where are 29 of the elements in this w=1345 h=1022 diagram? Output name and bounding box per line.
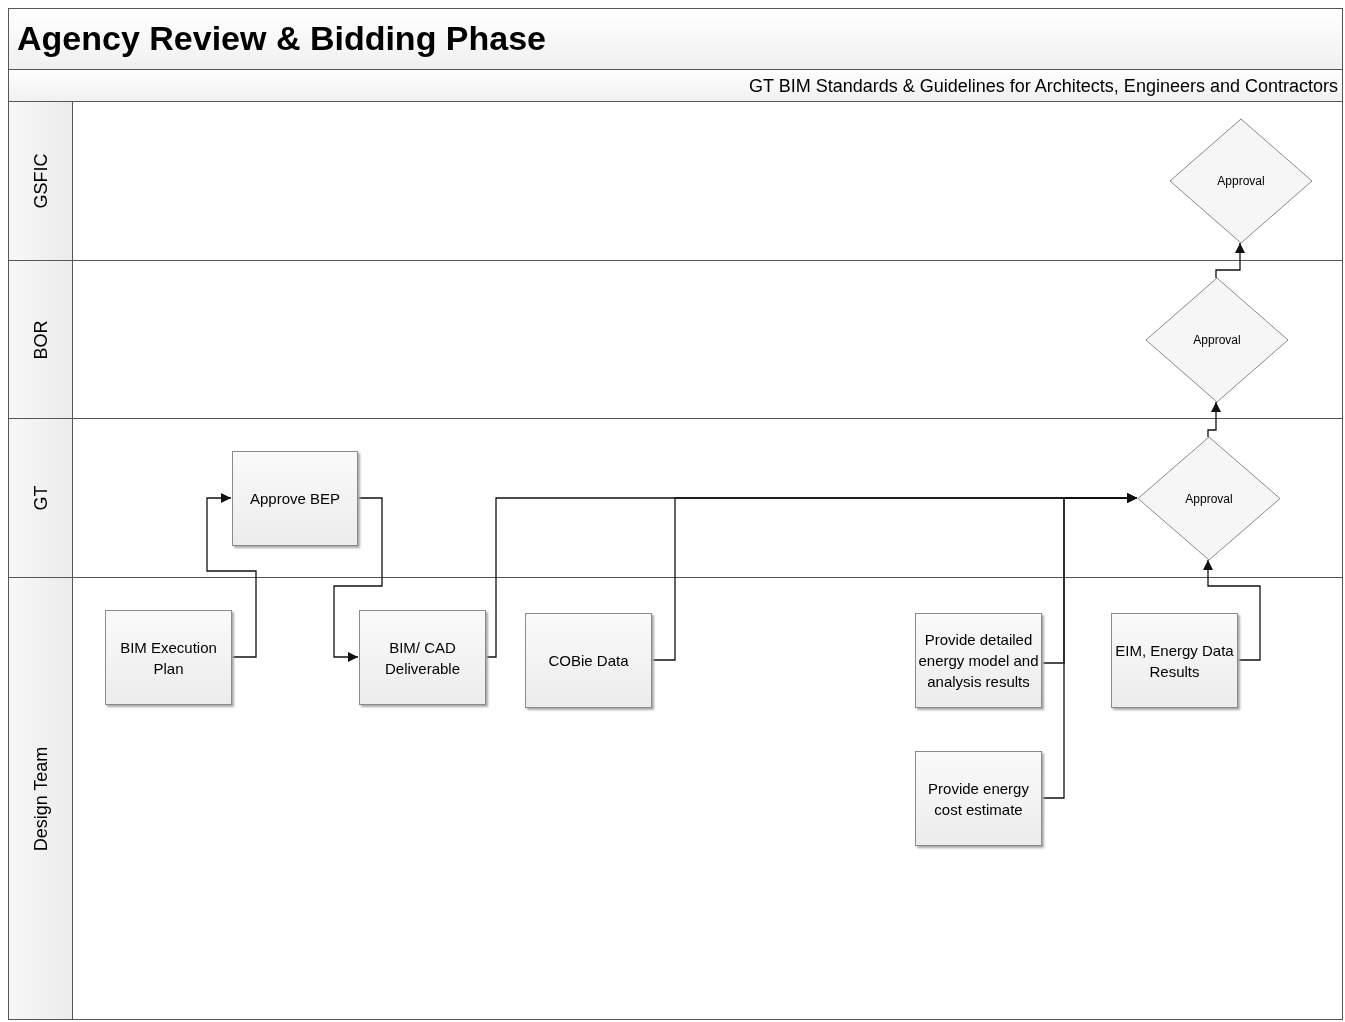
process-box: EIM, Energy Data Results xyxy=(1111,613,1238,708)
arrow xyxy=(333,497,383,662)
lane-label: BOR xyxy=(30,320,51,359)
decision-diamond xyxy=(1138,437,1280,560)
arrow xyxy=(1215,242,1245,279)
arrow xyxy=(1203,559,1261,661)
process-box: Provide detailed energy model and analysis results xyxy=(915,613,1042,708)
swimlane xyxy=(8,419,1343,578)
process-box: BIM/ CAD Deliverable xyxy=(359,610,486,705)
diagram-title: Agency Review & Bidding Phase xyxy=(17,19,547,58)
process-box: COBie Data xyxy=(525,613,652,708)
lane-label: Design Team xyxy=(30,746,51,851)
subtitle: GT BIM Standards & Guidelines for Architects, Engineers and Contractors xyxy=(749,76,1338,97)
arrow xyxy=(1207,401,1221,438)
swimlane xyxy=(8,578,1343,1020)
arrow xyxy=(1040,493,1138,799)
lane-label: GSFIC xyxy=(30,153,51,209)
process-box: BIM Execution Plan xyxy=(105,610,232,705)
diamond-label: Approval xyxy=(1185,491,1233,506)
process-box: Provide energy cost estimate xyxy=(915,751,1042,846)
swimlane xyxy=(8,102,1343,261)
arrow xyxy=(206,493,257,658)
decision-diamond xyxy=(1146,278,1288,402)
process-box: Approve BEP xyxy=(232,451,358,546)
diamond-label: Approval xyxy=(1193,333,1241,347)
decision-diamond xyxy=(1170,119,1312,243)
diamond-label: Approval xyxy=(1217,174,1265,188)
lane-label: GT xyxy=(30,485,51,511)
swimlane xyxy=(8,261,1343,419)
